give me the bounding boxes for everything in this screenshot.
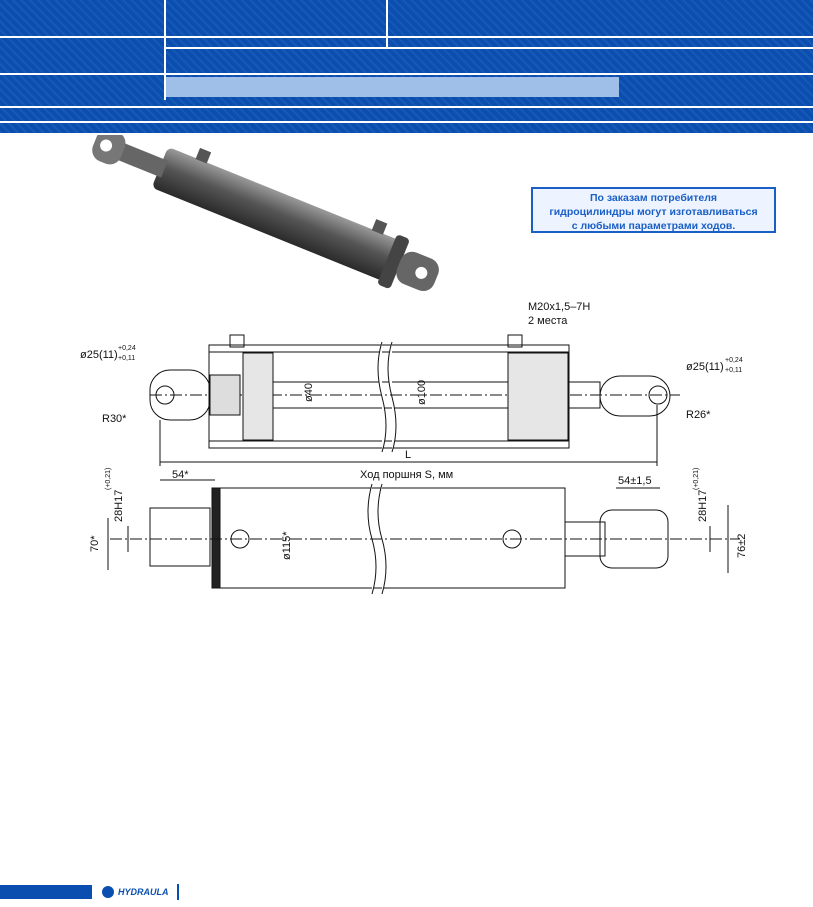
dim-height-left: 70* — [89, 535, 101, 552]
note-line: По заказам потребителя — [589, 192, 718, 204]
dim-right-offset: 54±1,5 — [618, 475, 652, 487]
dim-left-offset: 54* — [172, 469, 189, 481]
custom-stroke-note: По заказам потребителя гидроцилиндры мог… — [531, 187, 776, 233]
dim-body-dia: ø115* — [281, 531, 293, 560]
dim-pin-left-tol-dn: +0,11 — [118, 355, 135, 362]
header-line — [0, 106, 813, 108]
cylinder-render — [92, 135, 439, 292]
logo-mark-icon — [102, 886, 114, 898]
dim-bore-dia: ø100 — [416, 380, 428, 405]
dim-thread: M20x1,5–7H — [528, 301, 590, 313]
dim-pin-right-tol-up: +0,24 — [725, 357, 743, 364]
dim-pin-right-tol-dn: +0,11 — [725, 367, 742, 374]
company-logo: HYDRAULA — [102, 885, 169, 899]
dim-pin-left: ø25(11) — [80, 349, 118, 361]
header-line — [166, 47, 813, 49]
header-line — [0, 36, 813, 38]
dim-pin-left-tol-up: +0,24 — [118, 345, 136, 352]
dim-thread-count: 2 места — [528, 315, 568, 327]
header-vline — [164, 0, 166, 100]
footer-bar — [0, 885, 92, 899]
dim-slot-right: 28H17 — [697, 490, 709, 522]
dim-height-right: 76±2 — [736, 534, 748, 558]
footer-separator — [177, 884, 179, 900]
note-line: гидроцилиндры могут изготавливаться — [549, 206, 758, 218]
logo-text: HYDRAULA — [118, 887, 169, 897]
header-line — [0, 73, 813, 75]
header-vline — [386, 0, 388, 47]
dim-slot-left: 28H17 — [113, 490, 125, 522]
dim-stroke: Ход поршня S, мм — [360, 469, 453, 481]
dim-radius-right: R26* — [686, 409, 711, 421]
dim-pin-right: ø25(11) — [686, 361, 724, 373]
dim-slot-right-tol: (+0,21) — [693, 468, 700, 490]
header-light-bar — [166, 77, 619, 97]
dim-radius-left: R30* — [102, 413, 127, 425]
dim-length: L — [405, 449, 411, 461]
dim-rod-dia: ø40 — [303, 383, 315, 402]
header-banner — [0, 0, 813, 133]
technical-drawing: M20x1,5–7H 2 места ø25(11) +0,24 +0,11 ø… — [80, 301, 748, 595]
header-line — [0, 121, 813, 123]
dim-slot-left-tol: (+0,21) — [105, 468, 112, 490]
note-line: с любыми параметрами ходов. — [571, 220, 736, 232]
